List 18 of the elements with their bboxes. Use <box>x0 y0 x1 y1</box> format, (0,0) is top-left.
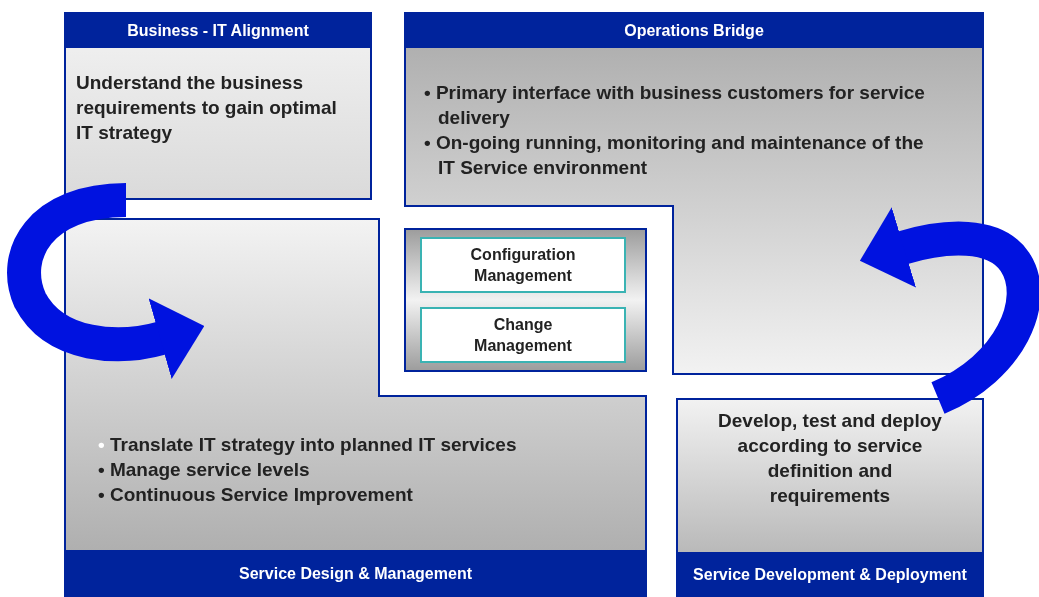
process-box <box>420 307 626 363</box>
alignment-panel <box>64 12 372 200</box>
box-label: Change Management <box>473 315 573 356</box>
panel-header: Service Design & Management <box>64 550 647 597</box>
bullet-item: • Translate IT strategy into planned IT services <box>98 433 518 457</box>
bullet-item: • Manage service levels <box>98 458 311 482</box>
description-text: Understand the business requirements to gain optimal IT strategy <box>76 71 338 145</box>
process-box <box>420 237 626 293</box>
box-label: Configuration Management <box>469 245 577 286</box>
bullet-item: • Primary interface with business customers for service delivery <box>424 81 926 130</box>
bullet-item: • On-going running, monitoring and maintenance of the IT Service environment <box>424 131 925 180</box>
panel-header: Business - IT Alignment <box>64 12 372 48</box>
development-panel <box>676 398 984 597</box>
panel-header: Operations Bridge <box>404 12 984 48</box>
description-text: Develop, test and deploy according to service definition and requirements <box>717 409 943 508</box>
bullet-item: • Continuous Service Improvement <box>98 483 414 507</box>
process-box <box>404 228 647 372</box>
panel-header: Service Development & Deployment <box>676 552 984 597</box>
